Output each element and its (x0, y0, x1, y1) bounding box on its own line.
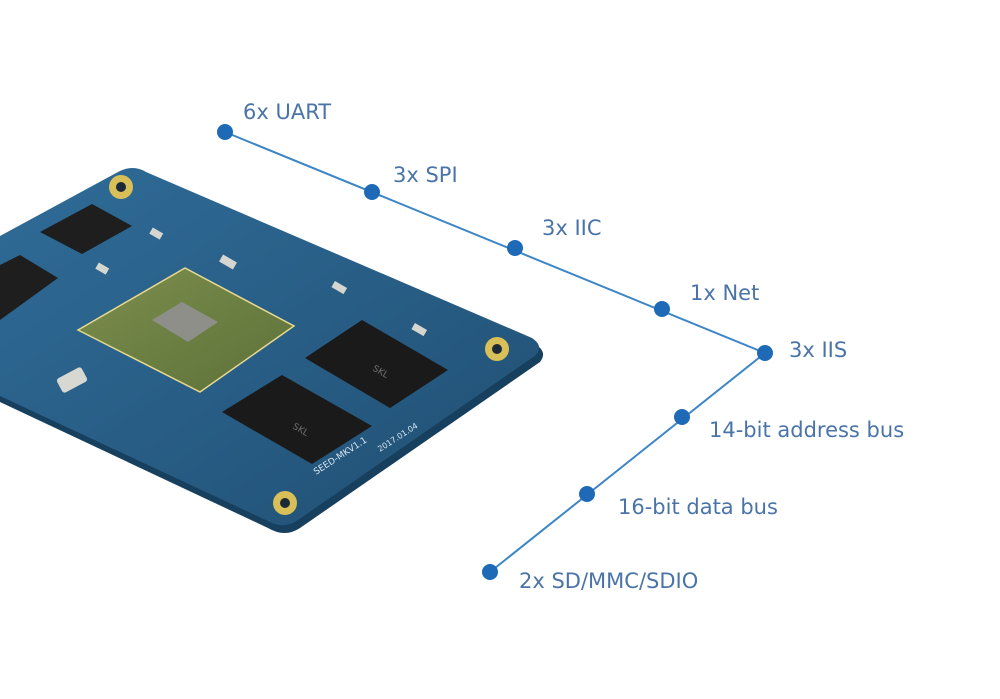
feature-point-spi: 3x SPI (364, 163, 458, 200)
mounting-hole (485, 337, 509, 361)
smd-component (331, 281, 348, 295)
smd-component (411, 323, 428, 337)
crystal-oscillator (56, 367, 88, 393)
feature-label: 3x IIC (542, 216, 602, 240)
feature-point-iic: 3x IIC (507, 216, 602, 256)
smd-component (219, 254, 237, 270)
feature-point-net: 1x Net (654, 281, 759, 317)
memory-chip: SKL (305, 320, 448, 408)
feature-label: 1x Net (690, 281, 759, 305)
feature-dot (654, 301, 670, 317)
pcb-board-image: SKL SKL SEED-MKV1.1 2017.01.04 (0, 168, 544, 533)
chip (40, 204, 132, 254)
soc-chip (76, 267, 296, 393)
pcb-surface (0, 168, 540, 526)
feature-point-data-bus: 16-bit data bus (579, 486, 778, 519)
feature-dot (364, 184, 380, 200)
feature-connector (224, 131, 766, 573)
feature-label: 14-bit address bus (709, 418, 904, 442)
feature-label: 3x IIS (789, 338, 847, 362)
feature-point-address-bus: 14-bit address bus (674, 409, 904, 442)
feature-dot (217, 124, 233, 140)
mounting-hole (273, 491, 297, 515)
feature-point-sd-mmc-sdio: 2x SD/MMC/SDIO (482, 564, 698, 593)
smd-component (95, 262, 110, 275)
mounting-hole (109, 175, 133, 199)
memory-chip: SKL (222, 375, 372, 464)
feature-dot (674, 409, 690, 425)
feature-point-iis: 3x IIS (757, 338, 847, 362)
feature-dot (757, 345, 773, 361)
feature-label: 2x SD/MMC/SDIO (519, 569, 698, 593)
feature-label: 6x UART (243, 100, 331, 124)
feature-dot (482, 564, 498, 580)
chip (0, 255, 58, 320)
feature-label: 16-bit data bus (618, 495, 778, 519)
feature-label: 3x SPI (393, 163, 458, 187)
feature-dot (579, 486, 595, 502)
feature-point-uart: 6x UART (217, 100, 331, 140)
feature-dot (507, 240, 523, 256)
smd-component (149, 227, 164, 240)
